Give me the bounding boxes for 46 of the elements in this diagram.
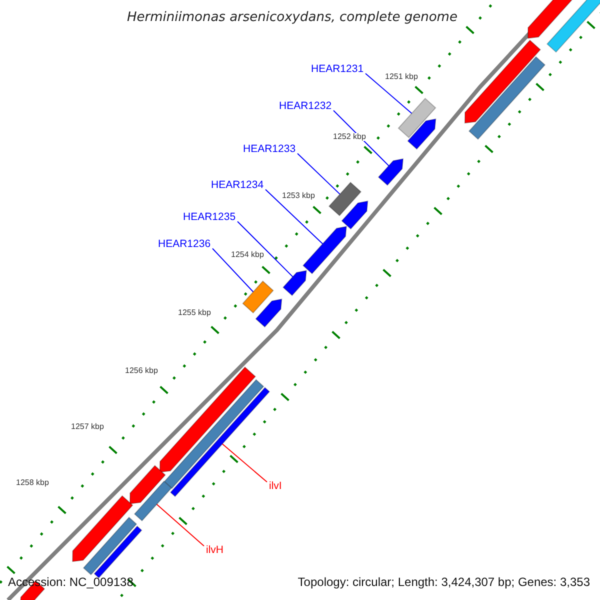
- leader-line: [365, 73, 412, 114]
- scale-label: 1257 kbp: [71, 423, 104, 431]
- gene-label: ilvH: [206, 545, 224, 556]
- scale-label: 1256 kbp: [125, 367, 158, 375]
- scale-label: 1252 kbp: [333, 133, 366, 141]
- gene-block: [159, 366, 256, 473]
- gene-block: [164, 379, 264, 489]
- gene-block: [398, 98, 436, 138]
- gene-block: [134, 480, 172, 522]
- scale-label: 1255 kbp: [178, 309, 211, 317]
- gene-block: [242, 280, 274, 314]
- gene-block: [468, 56, 546, 140]
- gene-block: [328, 182, 362, 216]
- gene-block: [129, 464, 166, 504]
- gene-block: [407, 118, 436, 150]
- leader-line: [222, 443, 268, 482]
- gene-label: ilvI: [269, 481, 282, 492]
- gene-block: [464, 40, 542, 124]
- leader-line: [156, 504, 204, 546]
- gene-block: [302, 226, 347, 274]
- leader-line: [265, 189, 324, 244]
- gene-label: HEAR1232: [279, 101, 332, 112]
- gene-label: HEAR1231: [311, 64, 364, 74]
- leader-line: [237, 221, 294, 278]
- scale-label: 1258 kbp: [16, 479, 49, 487]
- leader-line: [212, 248, 254, 292]
- footer-text: Topology: circular; Length: 3,424,307 bp; Genes: 3,353: [298, 576, 590, 588]
- gene-block: [94, 526, 142, 578]
- title: Herminiimonas arsenicoxydans, complete genome: [127, 11, 458, 24]
- gene-block: [255, 298, 282, 328]
- gene-label: HEAR1236: [158, 239, 211, 250]
- gene-block: [341, 200, 368, 230]
- gene-label: HEAR1233: [243, 144, 296, 154]
- scale-label: 1254 kbp: [231, 251, 264, 259]
- gene-block: [546, 0, 600, 53]
- gene-block: [82, 516, 138, 576]
- scale-label: 1251 kbp: [385, 73, 418, 81]
- gene-block: [378, 158, 404, 186]
- gene-block: [527, 0, 574, 39]
- gene-label: HEAR1234: [211, 180, 264, 190]
- gene-label: HEAR1235: [183, 212, 236, 222]
- gene-block: [72, 495, 134, 562]
- gene-block: [170, 386, 270, 498]
- leader-line: [333, 110, 390, 166]
- scale-label: 1253 kbp: [282, 192, 315, 200]
- gene-block: [282, 270, 307, 296]
